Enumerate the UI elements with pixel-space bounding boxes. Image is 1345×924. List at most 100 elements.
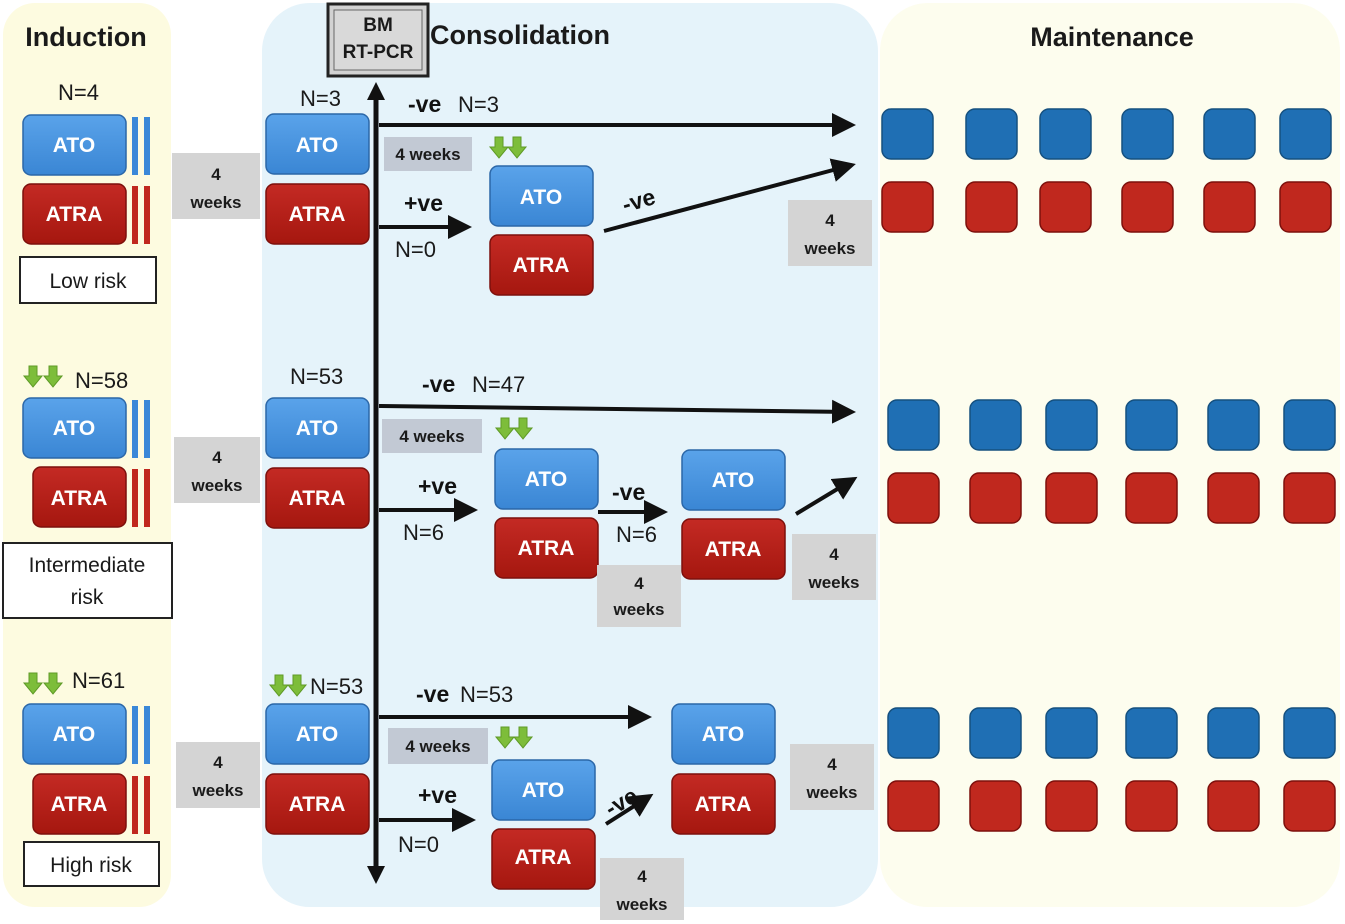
maintenance-atra-block bbox=[1203, 181, 1256, 233]
maintenance-atra-block bbox=[881, 181, 934, 233]
ato-label: ATO bbox=[53, 417, 95, 440]
high-consolidation-n: N=53 bbox=[310, 674, 363, 699]
ato-label: ATO bbox=[712, 469, 754, 492]
neg-result: -ve bbox=[422, 371, 455, 397]
ato-label: ATO bbox=[53, 134, 95, 157]
weeks-box-inline bbox=[388, 728, 488, 764]
high-neg-n: N=53 bbox=[460, 682, 513, 707]
ato-box bbox=[265, 397, 370, 459]
high-induction-n: N=61 bbox=[72, 668, 125, 693]
atra-box bbox=[265, 183, 370, 245]
low-induction-n: N=4 bbox=[58, 80, 99, 105]
maintenance-atra-block bbox=[1045, 780, 1098, 832]
maintenance-ato-block bbox=[1121, 108, 1174, 160]
ato-box bbox=[265, 703, 370, 765]
maintenance-ato-block bbox=[1125, 707, 1178, 759]
atra-label: ATRA bbox=[518, 537, 575, 560]
consolidation-title: Consolidation bbox=[430, 20, 610, 50]
arrow-neg bbox=[378, 399, 856, 424]
maintenance-atra-block bbox=[969, 472, 1022, 524]
bm-label: BM bbox=[363, 15, 393, 36]
weeks-num: 4 bbox=[637, 867, 647, 886]
maintenance-atra-block bbox=[969, 780, 1022, 832]
ato-box bbox=[671, 703, 776, 765]
ato-box bbox=[494, 448, 599, 510]
atra-box bbox=[489, 234, 594, 296]
maintenance-ato-block bbox=[969, 399, 1022, 451]
weeks-unit: weeks bbox=[615, 895, 667, 914]
weeks-unit: weeks bbox=[805, 783, 857, 802]
ato-box bbox=[681, 449, 786, 511]
intermediate-second-n: N=6 bbox=[616, 522, 657, 547]
maintenance-atra-block bbox=[887, 780, 940, 832]
atra-label: ATRA bbox=[51, 793, 108, 816]
induction-title: Induction bbox=[25, 22, 146, 52]
maintenance-ato-block bbox=[1207, 399, 1260, 451]
weeks-unit: weeks bbox=[612, 600, 664, 619]
weeks-box bbox=[174, 437, 260, 503]
high-risk-label-box bbox=[23, 841, 160, 887]
maintenance-ato-block bbox=[1203, 108, 1256, 160]
weeks-unit: weeks bbox=[189, 193, 241, 212]
ato-box bbox=[489, 165, 594, 227]
neg-result: -ve bbox=[408, 91, 441, 117]
ato-box bbox=[265, 113, 370, 175]
weeks-box bbox=[788, 200, 872, 266]
atra-label: ATRA bbox=[695, 793, 752, 816]
maintenance-atra-block bbox=[1283, 780, 1336, 832]
maintenance-ato-block bbox=[1045, 707, 1098, 759]
maintenance-ato-block bbox=[1279, 108, 1332, 160]
intermediate-risk-label-box bbox=[2, 542, 173, 619]
high-risk-label: High risk bbox=[50, 854, 132, 877]
maintenance-ato-block bbox=[965, 108, 1018, 160]
atra-label: ATRA bbox=[705, 538, 762, 561]
weeks-num: 4 bbox=[213, 753, 223, 772]
ato-box bbox=[22, 397, 127, 459]
ato-box bbox=[22, 703, 127, 765]
atra-label: ATRA bbox=[51, 487, 108, 510]
maintenance-atra-block bbox=[1283, 472, 1336, 524]
atra-box bbox=[265, 467, 370, 529]
ato-label: ATO bbox=[525, 468, 567, 491]
low-neg-n: N=3 bbox=[458, 92, 499, 117]
weeks-unit: weeks bbox=[190, 476, 242, 495]
maintenance-ato-block bbox=[1283, 399, 1336, 451]
pos-result: +ve bbox=[418, 782, 457, 808]
weeks-inline-label: 4 weeks bbox=[405, 737, 470, 756]
atra-box bbox=[265, 773, 370, 835]
maintenance-atra-block bbox=[1207, 472, 1260, 524]
maintenance-ato-block bbox=[1283, 707, 1336, 759]
weeks-num: 4 bbox=[825, 211, 835, 230]
weeks-box bbox=[790, 744, 874, 810]
weeks-num: 4 bbox=[211, 165, 221, 184]
ato-label: ATO bbox=[522, 779, 564, 802]
atra-box bbox=[491, 828, 596, 890]
weeks-inline-label: 4 weeks bbox=[395, 145, 460, 164]
high-pos-n: N=0 bbox=[398, 832, 439, 857]
maintenance-ato-block bbox=[969, 707, 1022, 759]
low-pos-n: N=0 bbox=[395, 237, 436, 262]
pos-result: +ve bbox=[404, 190, 443, 216]
weeks-unit: weeks bbox=[807, 573, 859, 592]
low-risk-label-box bbox=[19, 256, 157, 304]
arrow-to-maintenance bbox=[794, 476, 858, 516]
maintenance-ato-block bbox=[1045, 399, 1098, 451]
weeks-box bbox=[597, 565, 681, 627]
atra-box bbox=[32, 466, 127, 528]
maintenance-ato-block bbox=[887, 707, 940, 759]
ato-label: ATO bbox=[296, 417, 338, 440]
low-risk-label: Low risk bbox=[49, 270, 127, 293]
atra-box bbox=[494, 517, 599, 579]
weeks-box bbox=[172, 153, 260, 219]
maintenance-atra-block bbox=[1125, 472, 1178, 524]
low-consolidation-n: N=3 bbox=[300, 86, 341, 111]
maintenance-ato-block bbox=[1039, 108, 1092, 160]
ato-label: ATO bbox=[702, 723, 744, 746]
weeks-box bbox=[600, 858, 684, 920]
atra-label: ATRA bbox=[515, 846, 572, 869]
ato-label: ATO bbox=[53, 723, 95, 746]
maintenance-atra-block bbox=[887, 472, 940, 524]
maintenance-atra-block bbox=[1207, 780, 1260, 832]
atra-box bbox=[22, 183, 127, 245]
